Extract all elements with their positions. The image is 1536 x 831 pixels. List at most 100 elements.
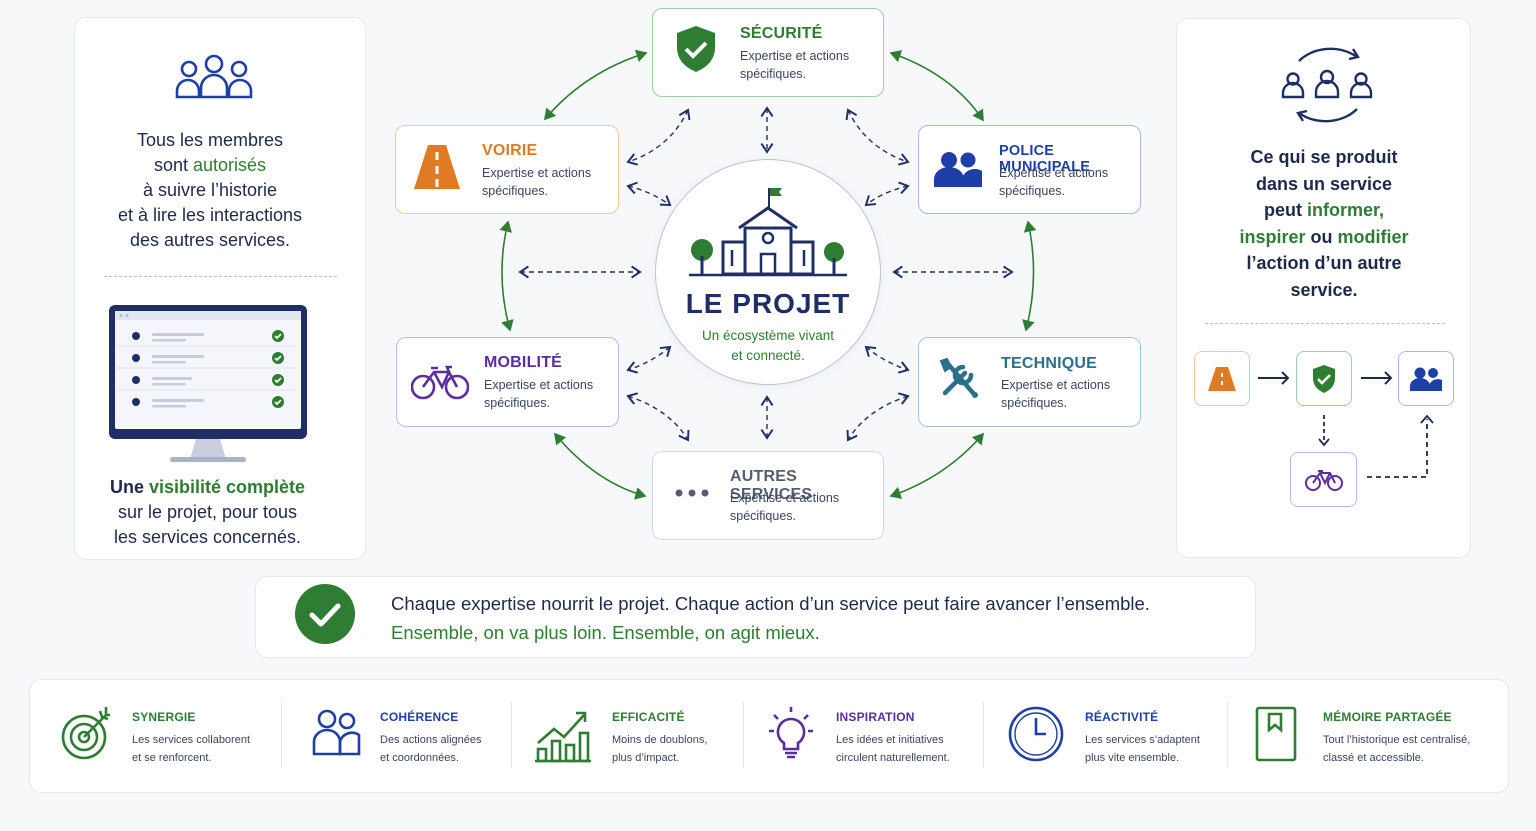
influence-line-4: ou [1305, 226, 1338, 247]
influence-line-5: l’action d’un autre [1246, 253, 1402, 273]
service-title: TECHNIQUE [1001, 355, 1098, 372]
hub-subtitle-line-1: Un écosystème vivant [701, 328, 835, 343]
banner-line-2: Ensemble, on va plus loin. Ensemble, on … [391, 622, 820, 643]
service-title: VOIRIE [482, 142, 538, 159]
influence-highlight-inspire: inspirer [1239, 226, 1306, 247]
check-circle-icon [295, 584, 355, 644]
members-line-2: sont [153, 155, 193, 175]
feature-divider [743, 702, 744, 768]
influence-statement: Ce qui se produit dans un service peut i… [1177, 144, 1471, 303]
arrow-right-icon [1360, 369, 1394, 387]
hub-title: LE PROJET [685, 288, 851, 319]
feature-efficacite: EFFICACITÉ Moins de doublons,plus d’impa… [512, 680, 742, 794]
influence-line-2: dans un service [1255, 173, 1393, 194]
feature-title: INSPIRATION [836, 710, 915, 724]
road-icon [1207, 366, 1237, 392]
feature-memoire-partagee: MÉMOIRE PARTAGÉE Tout l’historique est c… [1228, 680, 1508, 794]
hub-subtitle-line-2: et connecté. [731, 348, 805, 363]
mini-road-card [1194, 351, 1250, 406]
lightbulb-icon [768, 705, 814, 761]
feature-divider [983, 702, 984, 768]
visibility-line-2: sur le projet, pour tous [117, 502, 298, 522]
influence-line-3: peut [1263, 200, 1307, 220]
target-icon [60, 705, 112, 761]
arrow-right-icon [1257, 369, 1291, 387]
members-highlight: autorisés [192, 155, 267, 175]
project-hub: LE PROJET Un écosystème vivant et connec… [655, 159, 881, 385]
visibility-highlight: visibilité complète [148, 477, 306, 497]
visibility-line-1: Une [109, 477, 149, 497]
dashed-return-arrow-icon [1363, 412, 1439, 482]
shield-check-icon [675, 25, 717, 73]
banner-line-1: Chaque expertise nourrit le projet. Chaq… [391, 593, 1150, 614]
members-line-1: Tous les membres [136, 130, 284, 150]
mini-shield-card [1296, 351, 1352, 406]
visibility-statement: Une visibilité complète sur le projet, p… [75, 475, 340, 550]
town-hall-icon [687, 186, 849, 278]
mini-police-card [1398, 351, 1454, 406]
feature-description: Moins de doublons,plus d’impact. [612, 734, 708, 764]
people-icon [311, 707, 361, 757]
members-line-3: à suivre l’historie [142, 180, 278, 200]
feature-title: RÉACTIVITÉ [1085, 710, 1159, 724]
bicycle-icon [411, 364, 469, 400]
service-title: AUTRES SERVICES [730, 468, 813, 503]
mini-bicycle-card [1290, 452, 1357, 507]
bookmark-icon [1255, 706, 1297, 762]
influence-line-6: service. [1290, 279, 1358, 300]
hub-subtitle: Un écosystème vivant et connecté. [656, 326, 880, 366]
influence-highlight-modify: modifier [1337, 226, 1409, 247]
feature-title: COHÉRENCE [380, 710, 459, 724]
service-title: POLICE MUNICIPALE [999, 143, 1091, 175]
feature-title: EFFICACITÉ [612, 710, 685, 724]
influence-line-1: Ce qui se produit [1250, 147, 1398, 167]
shield-check-icon [1311, 364, 1337, 394]
growth-chart-icon [534, 707, 592, 763]
members-statement: Tous les membres sont autorisés à suivre… [75, 128, 345, 253]
people-icon [1409, 366, 1443, 392]
members-line-4: et à lire les interactions [117, 205, 303, 225]
people-icon [933, 150, 983, 188]
feature-title: SYNERGIE [132, 710, 196, 724]
left-divider [104, 276, 337, 277]
road-icon [413, 144, 461, 190]
members-line-5: des autres services. [129, 230, 291, 250]
feature-divider [281, 702, 282, 768]
cycle-people-icon [1277, 37, 1377, 131]
team-members-icon [174, 52, 254, 102]
feature-divider [511, 702, 512, 768]
feature-title: MÉMOIRE PARTAGÉE [1323, 710, 1452, 724]
bicycle-icon [1304, 468, 1343, 492]
dashed-arrow-down-icon [1315, 413, 1333, 449]
feature-description: Tout l’historique est centralisé,classé … [1323, 734, 1471, 764]
visibility-line-3: les services concernés. [113, 527, 302, 547]
key-message-banner: Chaque expertise nourrit le projet. Chaq… [255, 576, 1256, 658]
left-info-panel: Tous les membres sont autorisés à suivre… [74, 17, 366, 560]
more-dots-icon [674, 488, 710, 498]
right-info-panel: Ce qui se produit dans un service peut i… [1176, 18, 1471, 558]
service-title: SÉCURITÉ [740, 25, 823, 42]
monitor-icon [108, 304, 308, 464]
right-divider [1205, 323, 1445, 324]
influence-highlight-inform: informer, [1306, 200, 1385, 220]
